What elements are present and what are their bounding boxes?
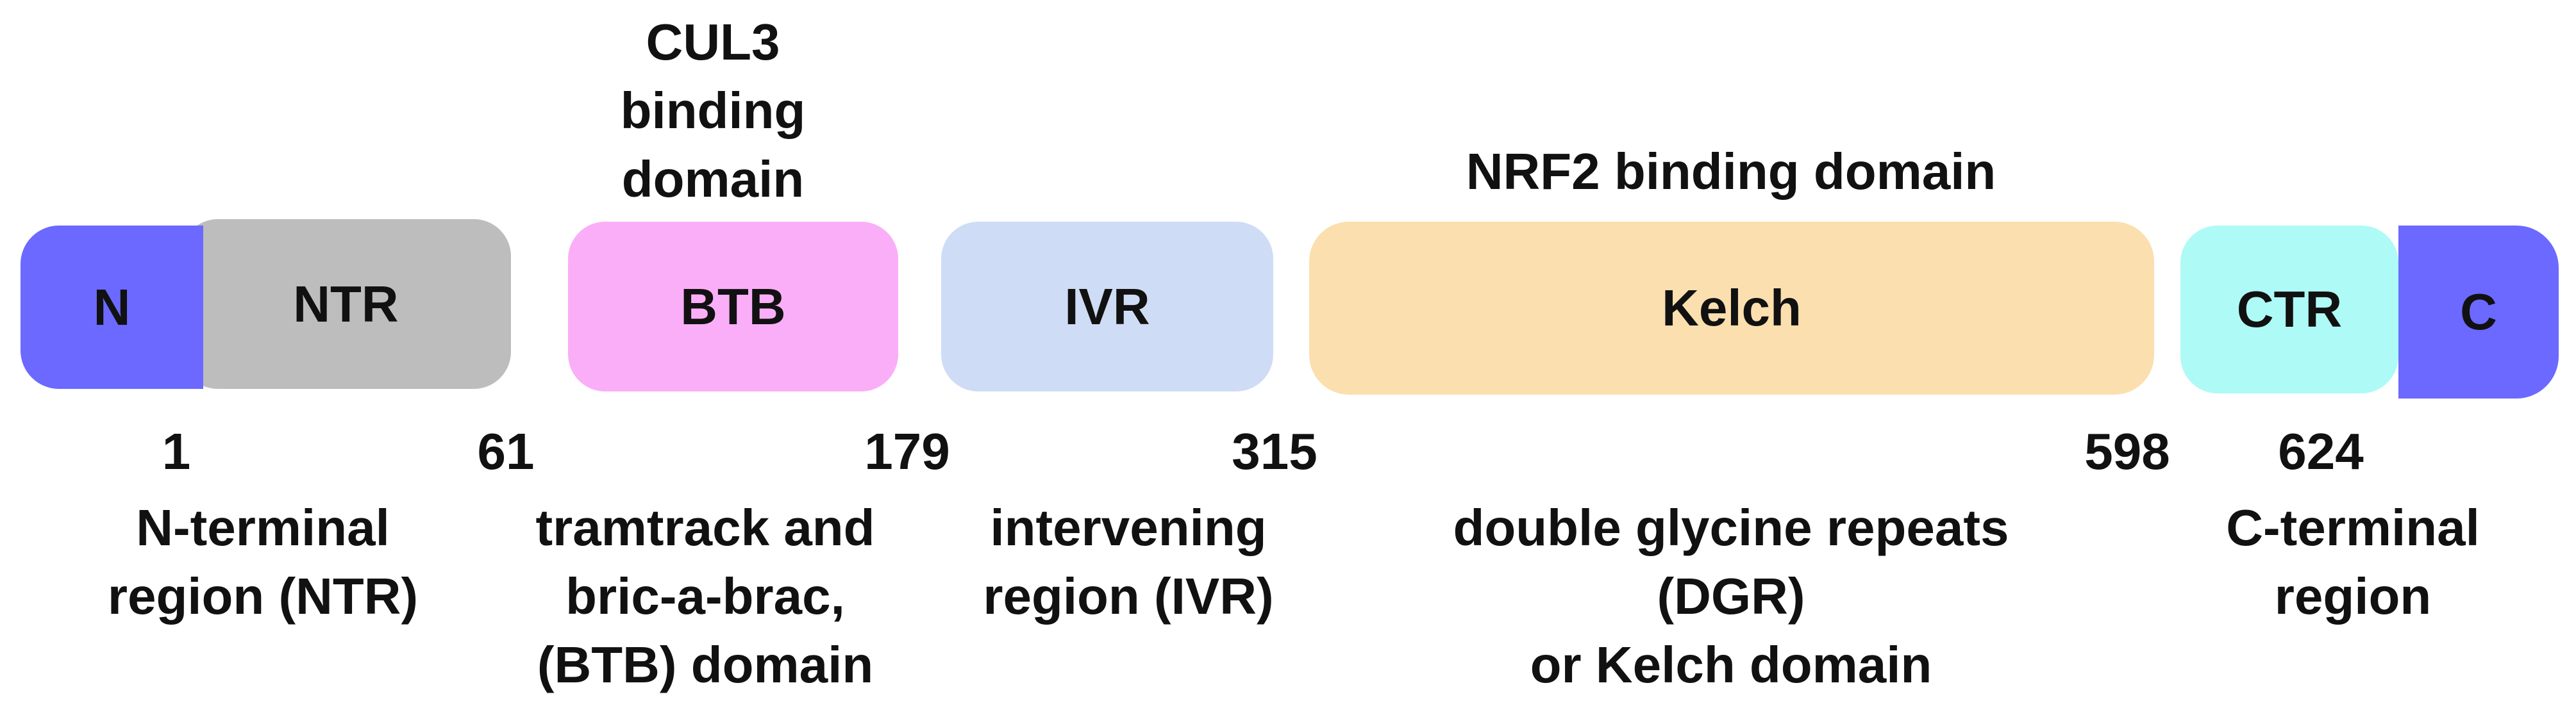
domain-ntr-label: NTR — [293, 275, 399, 333]
domain-kelch-label: Kelch — [1662, 279, 1802, 336]
position-598: 598 — [2084, 423, 2170, 480]
domain-btb-label: BTB — [680, 277, 786, 335]
description-ctr: C-terminal region — [2226, 499, 2480, 625]
description-ivr: intervening region (IVR) — [983, 499, 1274, 625]
nrf2-binding-annotation: NRF2 binding domain — [1466, 143, 1996, 200]
description-btb: tramtrack and bric-a-brac, (BTB) domain — [535, 499, 875, 693]
position-1: 1 — [162, 423, 191, 480]
position-179: 179 — [864, 423, 950, 480]
domain-ivr: IVR — [941, 222, 1273, 391]
domain-ctr-label: CTR — [2236, 281, 2343, 338]
domain-btb: BTB — [568, 222, 898, 391]
description-dgr: double glycine repeats (DGR) or Kelch do… — [1453, 499, 2009, 693]
domain-n-label: N — [93, 278, 131, 336]
position-61: 61 — [477, 423, 535, 480]
position-315: 315 — [1232, 423, 1317, 480]
domain-kelch: Kelch — [1309, 222, 2154, 395]
domain-c-terminus: C — [2398, 226, 2559, 399]
domain-c-label: C — [2460, 283, 2497, 340]
domain-n-terminus: N — [21, 226, 203, 389]
domain-ntr: NTR — [181, 219, 511, 389]
domain-ivr-label: IVR — [1064, 277, 1150, 335]
position-624: 624 — [2278, 423, 2364, 480]
domain-ctr: CTR — [2180, 226, 2398, 393]
description-ntr: N-terminal region (NTR) — [107, 499, 419, 625]
cul3-binding-annotation: CUL3 binding domain — [620, 13, 806, 208]
